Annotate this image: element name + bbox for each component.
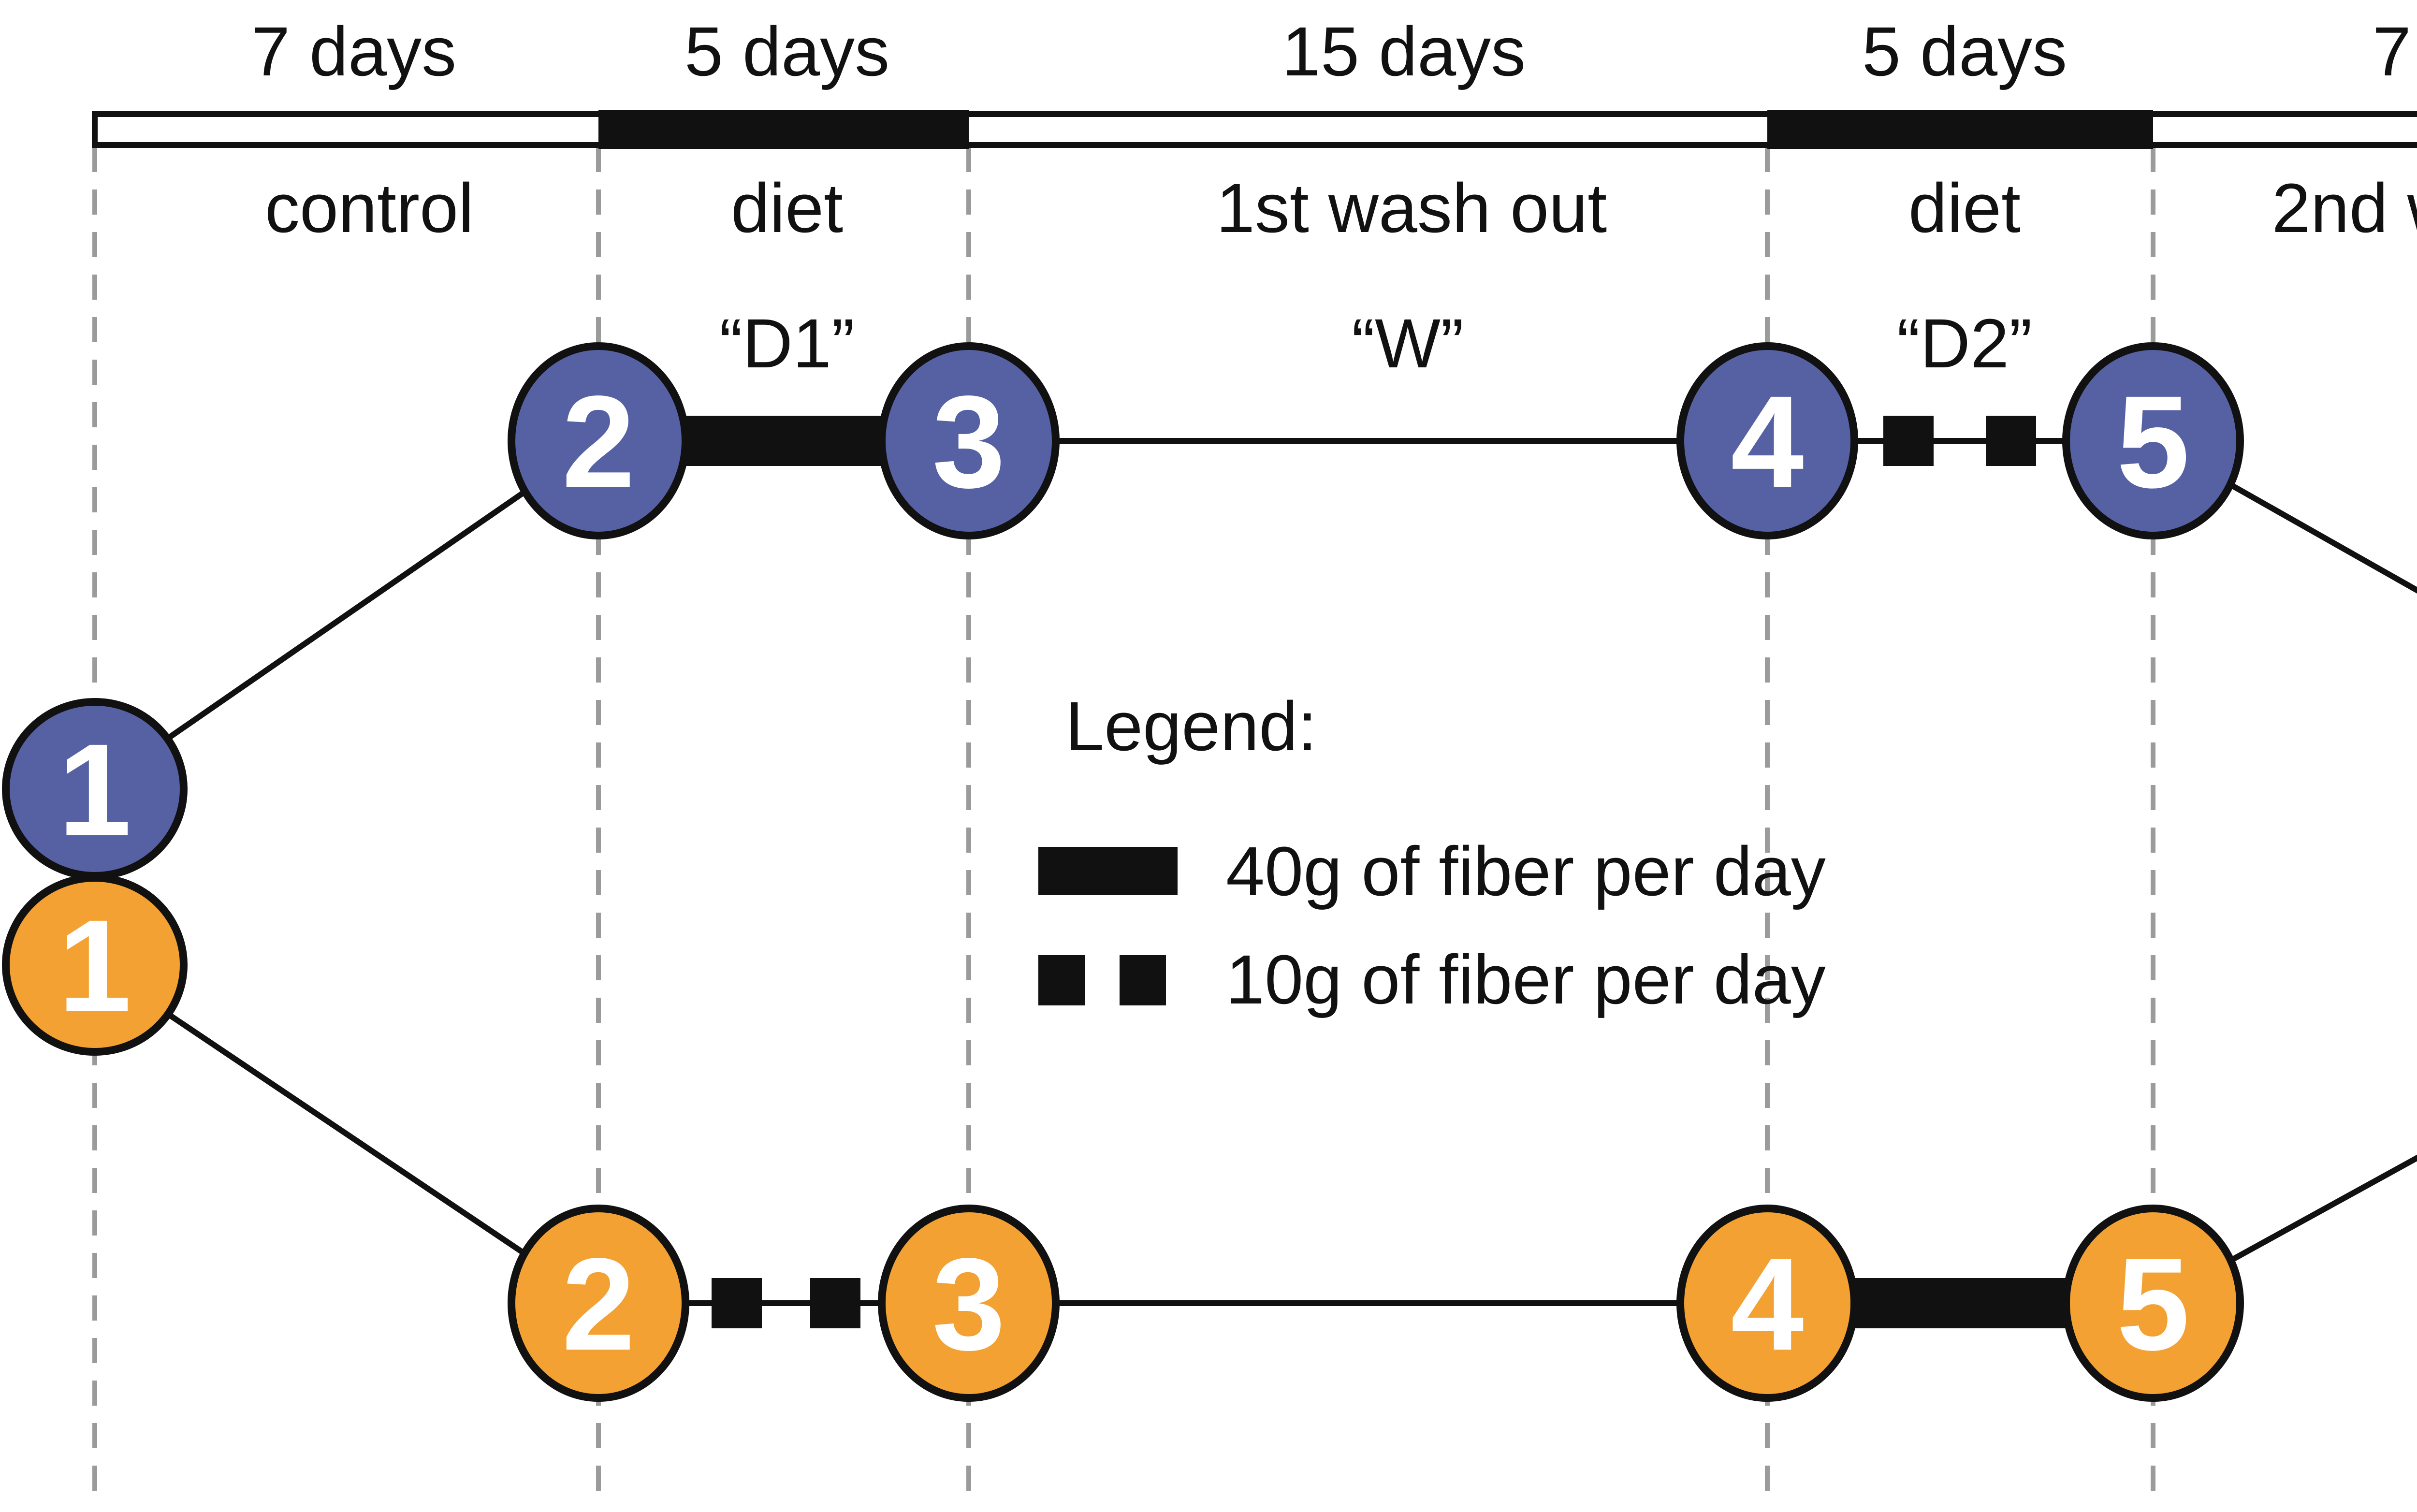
node-label: 2 bbox=[562, 368, 635, 515]
phase-label: control bbox=[265, 169, 474, 247]
node-bottom-5 bbox=[2062, 1205, 2244, 1402]
phase-label: 2nd wash out bbox=[2272, 169, 2417, 247]
legend-10g-square bbox=[1120, 955, 1166, 1005]
legend-label-40g: 40g of fiber per day bbox=[1226, 832, 1826, 910]
legend-label-10g: 10g of fiber per day bbox=[1226, 941, 1826, 1018]
node-label: 3 bbox=[932, 368, 1005, 515]
connector-bottom-1-2 bbox=[93, 962, 600, 1306]
node-label: 2 bbox=[562, 1231, 635, 1378]
fiber-10g-square-top bbox=[1883, 416, 1934, 466]
legend-swatch-10g-squares bbox=[1038, 955, 1166, 1005]
connector-top-1-2 bbox=[93, 438, 600, 791]
node-label: 3 bbox=[932, 1231, 1005, 1378]
connector-top-5-6 bbox=[2152, 438, 2417, 594]
timeline-diet1-segment bbox=[598, 110, 969, 149]
node-top-3 bbox=[878, 342, 1060, 539]
period-code-d2: “D2” bbox=[1897, 305, 2032, 382]
fiber-10g-square-bottom bbox=[712, 1278, 762, 1328]
node-top-2 bbox=[508, 342, 689, 539]
duration-label: 5 days bbox=[1862, 13, 2067, 90]
phase-label: 1st wash out bbox=[1216, 169, 1607, 247]
timeline-diet2-segment bbox=[1767, 110, 2153, 149]
duration-label: 5 days bbox=[684, 13, 889, 90]
node-bottom-1 bbox=[2, 874, 188, 1056]
connector-bottom-5-6 bbox=[2152, 1154, 2417, 1306]
node-label: 1 bbox=[58, 892, 131, 1039]
node-bottom-2 bbox=[508, 1205, 689, 1402]
node-label: 5 bbox=[2116, 1231, 2189, 1378]
node-bottom-4 bbox=[1676, 1205, 1858, 1402]
legend: Legend: 40g of fiber per day 10g of fibe… bbox=[1038, 687, 1826, 1018]
node-label: 1 bbox=[58, 716, 131, 863]
period-code-labels: “D1” “W” “D2” bbox=[719, 305, 2032, 382]
duration-label: 7 days bbox=[2373, 13, 2417, 90]
duration-label: 7 days bbox=[251, 13, 456, 90]
duration-label: 15 days bbox=[1282, 13, 1526, 90]
node-top-4 bbox=[1676, 342, 1858, 539]
node-label: 4 bbox=[1731, 1231, 1805, 1378]
fiber-10g-square-top bbox=[1986, 416, 2036, 466]
node-label: 5 bbox=[2116, 368, 2189, 515]
legend-10g-square bbox=[1038, 955, 1085, 1005]
duration-labels: 7 days 5 days 15 days 5 days 7 days bbox=[251, 13, 2417, 90]
phase-labels: control diet 1st wash out diet 2nd wash … bbox=[265, 169, 2417, 247]
period-code-w: “W” bbox=[1352, 305, 1464, 382]
period-code-d1: “D1” bbox=[719, 305, 855, 382]
node-bottom-3 bbox=[878, 1205, 1060, 1402]
node-label: 4 bbox=[1731, 368, 1805, 515]
fiber-10g-square-bottom bbox=[810, 1278, 860, 1328]
legend-swatch-40g-bar bbox=[1038, 847, 1178, 895]
timeline-bar bbox=[92, 110, 2417, 149]
top-arm: 1 2 3 4 5 6 bbox=[2, 342, 2244, 880]
legend-title: Legend: bbox=[1065, 687, 1317, 765]
bottom-arm: 1 2 3 4 5 6 bbox=[2, 874, 2244, 1402]
phase-label: diet bbox=[731, 169, 843, 247]
phase-label: diet bbox=[1908, 169, 2021, 247]
node-top-5 bbox=[2062, 342, 2244, 539]
